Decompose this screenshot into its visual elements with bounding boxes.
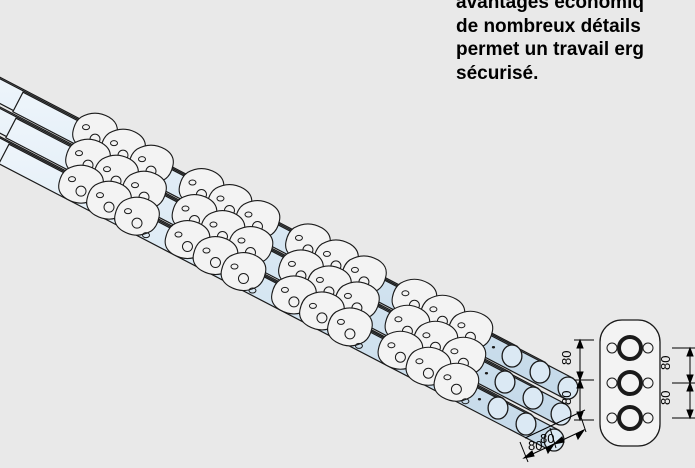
plate-hole bbox=[415, 358, 424, 365]
plate-hole bbox=[248, 287, 257, 294]
tube-end bbox=[515, 412, 537, 436]
side-tube-ring bbox=[617, 335, 643, 361]
side-dimension-label-2: 80 bbox=[658, 391, 673, 405]
tube-hole bbox=[477, 398, 482, 401]
rosette-plate bbox=[220, 251, 267, 294]
rosette-plate bbox=[114, 196, 160, 239]
tube-end bbox=[501, 344, 523, 368]
side-plate-hole bbox=[642, 342, 654, 354]
dimension-label-horizontal-2: 80 bbox=[540, 431, 554, 446]
plate-hole bbox=[401, 290, 410, 297]
plate-hole bbox=[103, 166, 112, 173]
plate-hole bbox=[237, 273, 249, 285]
dimension-label-vertical-2: 80 bbox=[559, 391, 574, 405]
plate-hole bbox=[450, 383, 462, 395]
plate-hole bbox=[131, 217, 143, 229]
plate-hole bbox=[288, 296, 300, 308]
plate-hole bbox=[138, 156, 147, 163]
plate-hole bbox=[343, 292, 352, 299]
caption-line: de nombreux détails bbox=[456, 15, 641, 37]
tube-hole bbox=[491, 346, 496, 349]
plate-hole bbox=[422, 332, 431, 339]
plate-hole bbox=[188, 179, 197, 186]
plate-hole bbox=[316, 312, 328, 324]
plate-hole bbox=[209, 221, 218, 228]
plate-hole bbox=[124, 208, 133, 215]
caption-line: permet un travail erg bbox=[456, 39, 644, 60]
side-plate-hole bbox=[606, 377, 618, 389]
side-tube-ring bbox=[617, 370, 643, 396]
plate-hole bbox=[96, 192, 105, 199]
plate-hole bbox=[461, 398, 470, 405]
plate-hole bbox=[308, 302, 317, 309]
plate-hole bbox=[394, 351, 406, 363]
tube-end bbox=[529, 360, 551, 384]
plate-hole bbox=[142, 232, 151, 239]
tube-hole bbox=[484, 372, 489, 375]
side-elevation-view bbox=[599, 319, 661, 447]
plate-hole bbox=[387, 342, 396, 349]
plate-hole bbox=[131, 182, 140, 189]
plate-hole bbox=[322, 250, 331, 257]
plate-hole bbox=[287, 260, 296, 267]
rosette-plate-group bbox=[58, 112, 494, 405]
side-plate-hole bbox=[642, 412, 654, 424]
description-text: avantages économiq de nombreux détails p… bbox=[456, 0, 644, 85]
rosette-plate bbox=[433, 362, 480, 405]
plate-hole bbox=[457, 322, 466, 329]
caption-line: sécurisé. bbox=[456, 62, 539, 84]
plate-hole bbox=[75, 150, 84, 157]
plate-hole bbox=[181, 205, 190, 212]
tube-end bbox=[522, 386, 544, 410]
plate-hole bbox=[315, 276, 324, 283]
plate-hole bbox=[344, 328, 356, 340]
side-plate-hole bbox=[642, 377, 654, 389]
plate-hole bbox=[336, 318, 345, 325]
front-dimension-annotations bbox=[519, 338, 594, 463]
plate-hole bbox=[354, 342, 363, 349]
side-plate-hole bbox=[606, 342, 618, 354]
side-plate-hole bbox=[606, 412, 618, 424]
plate-hole bbox=[429, 306, 438, 313]
plate-hole bbox=[110, 140, 119, 147]
plate-hole bbox=[181, 241, 193, 253]
dimension-label-horizontal-1: 80 bbox=[528, 438, 542, 453]
plate-hole bbox=[294, 234, 303, 241]
rosette-plate bbox=[327, 307, 373, 349]
plate-hole bbox=[75, 185, 87, 197]
plate-hole bbox=[82, 124, 91, 131]
plate-hole bbox=[103, 201, 115, 213]
tube-end bbox=[487, 396, 509, 420]
side-dimension-annotations bbox=[672, 346, 695, 420]
plate-hole bbox=[450, 348, 459, 355]
plate-hole bbox=[237, 237, 246, 244]
plate-hole bbox=[443, 374, 452, 381]
plate-hole bbox=[230, 263, 239, 270]
tube-end bbox=[550, 402, 572, 426]
plate-hole bbox=[394, 316, 403, 323]
side-tube-ring bbox=[617, 405, 643, 431]
plate-hole bbox=[216, 195, 225, 202]
dimension-label-vertical-1: 80 bbox=[559, 351, 574, 365]
plate-hole bbox=[422, 367, 434, 379]
plate-hole bbox=[202, 247, 211, 254]
plate-hole bbox=[280, 286, 289, 293]
caption-line: avantages économiq bbox=[456, 0, 644, 13]
plate-hole bbox=[209, 257, 221, 269]
tube-end bbox=[494, 370, 516, 394]
plate-hole bbox=[244, 211, 253, 218]
side-dimension-label-1: 80 bbox=[658, 356, 673, 370]
plate-hole bbox=[350, 266, 359, 273]
plate-hole bbox=[68, 176, 77, 183]
plate-hole bbox=[174, 231, 183, 238]
